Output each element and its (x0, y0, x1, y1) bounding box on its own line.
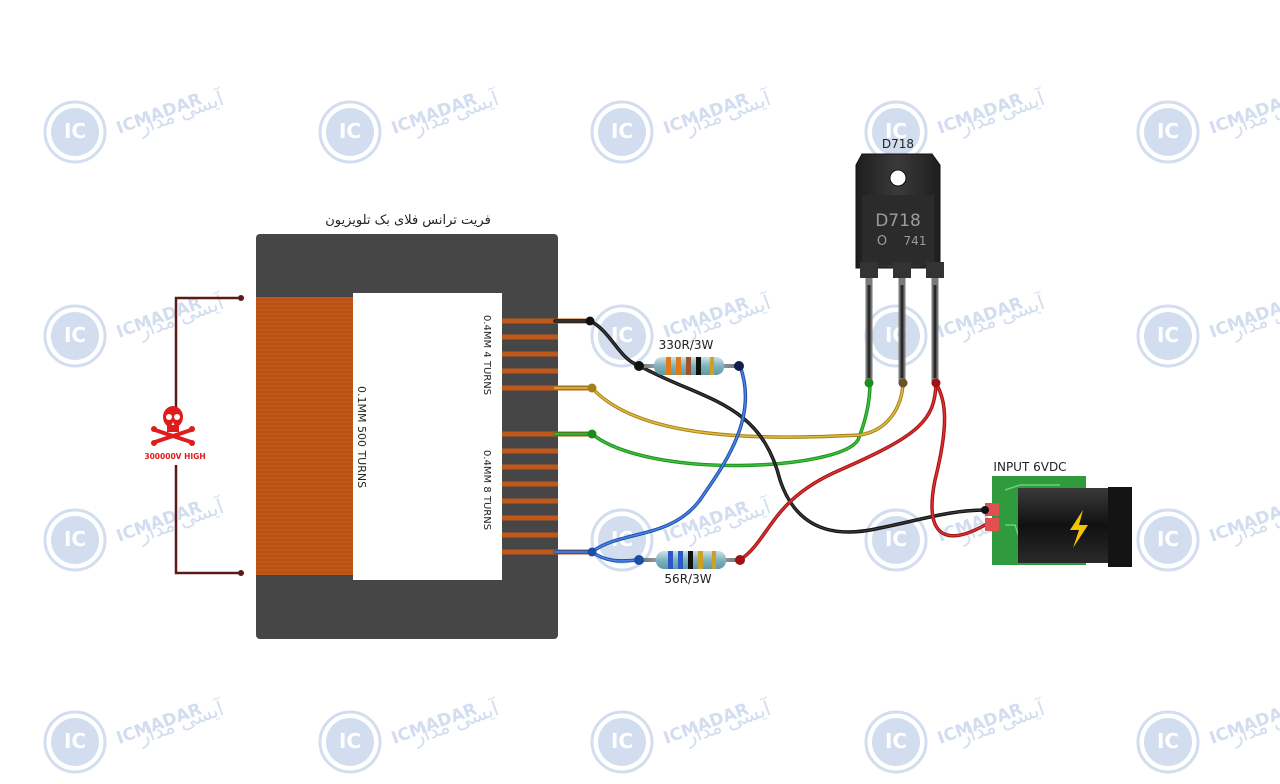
transistor-header-label: D718 (882, 137, 914, 151)
power-input-label: INPUT 6VDC (993, 460, 1066, 474)
watermark-brand-fa: آیسی مدار (134, 85, 228, 140)
winding-a-tap (502, 318, 558, 324)
watermark-brand-fa: آیسی مدار (134, 695, 228, 750)
winding-a-tap (502, 368, 558, 374)
watermark-logo-text: IC (611, 119, 633, 143)
watermark-logo-text: IC (1157, 323, 1179, 347)
jack-node-negative (981, 506, 989, 514)
transistor-marking-line1: D718 (875, 211, 921, 231)
hv-output-wires (174, 296, 240, 575)
winding-b-tap (502, 532, 558, 538)
watermark-logo-text: IC (611, 729, 633, 753)
watermark-logo-text: IC (1157, 119, 1179, 143)
winding-b-tap (502, 481, 558, 487)
winding-a-tap (502, 334, 558, 340)
resistor-56r-label: 56R/3W (664, 572, 711, 586)
watermark-brand-fa: آیسی مدار (955, 85, 1049, 140)
watermark-logo-text: IC (64, 729, 86, 753)
winding-b-tap (502, 431, 558, 437)
watermark-logo-text: IC (64, 119, 86, 143)
watermark-logo-text: IC (885, 729, 907, 753)
transistor-d718 (855, 153, 944, 387)
watermark-brand-fa: آیسی مدار (681, 695, 775, 750)
primary-winding-label: 0.1MM 500 TURNS (355, 386, 368, 488)
winding-a-tap (502, 351, 558, 357)
watermark-brand-fa: آیسی مدار (955, 289, 1049, 344)
watermark-logo-text: IC (885, 527, 907, 551)
winding-b-tap (502, 515, 558, 521)
watermark-logo-text: IC (611, 323, 633, 347)
watermark-logo-text: IC (339, 119, 361, 143)
watermark-logo-text: IC (339, 729, 361, 753)
transistor-pin-nodes (864, 378, 941, 388)
resistor-330r-label: 330R/3W (659, 338, 714, 352)
watermark-brand-fa: آیسی مدار (134, 493, 228, 548)
resistor-330r (634, 357, 744, 375)
watermark-logo-text: IC (64, 323, 86, 347)
watermark-logo-text: IC (1157, 729, 1179, 753)
hv-terminal-top (238, 295, 244, 301)
primary-winding (256, 297, 353, 575)
watermark-brand-fa: آیسی مدار (955, 695, 1049, 750)
lightning-bolt-icon (1070, 510, 1088, 548)
winding-b-label: 0.4MM 8 TURNS (481, 450, 492, 530)
transistor-marking-code: 741 (904, 234, 927, 248)
watermark-logo-text: IC (885, 119, 907, 143)
core-window (353, 293, 502, 580)
winding-b-tap (502, 498, 558, 504)
winding-b-tap (502, 549, 558, 555)
hv-terminal-bottom (238, 570, 244, 576)
watermark-brand-fa: آیسی مدار (681, 289, 775, 344)
hazard-label: 300000V HIGH (144, 452, 205, 461)
dc-jack (985, 476, 1132, 567)
watermark-logo-text: IC (1157, 527, 1179, 551)
resistor-56r (634, 551, 745, 569)
watermark-logo-text: IC (64, 527, 86, 551)
transistor-marking-o: O (877, 234, 887, 249)
watermark-brand-fa: آیسی مدار (681, 85, 775, 140)
wire-nodes (585, 316, 597, 557)
watermark-brand-fa: آیسی مدار (409, 695, 503, 750)
skull-crossbones-icon (151, 406, 195, 446)
watermark-brand-fa: آیسی مدار (409, 85, 503, 140)
transformer-title: فریت ترانس فلای بک تلویزیون (325, 213, 491, 228)
winding-a-label: 0.4MM 4 TURNS (481, 315, 492, 395)
winding-a-tap (502, 385, 558, 391)
winding-b-tap (502, 464, 558, 470)
winding-b-tap (502, 448, 558, 454)
